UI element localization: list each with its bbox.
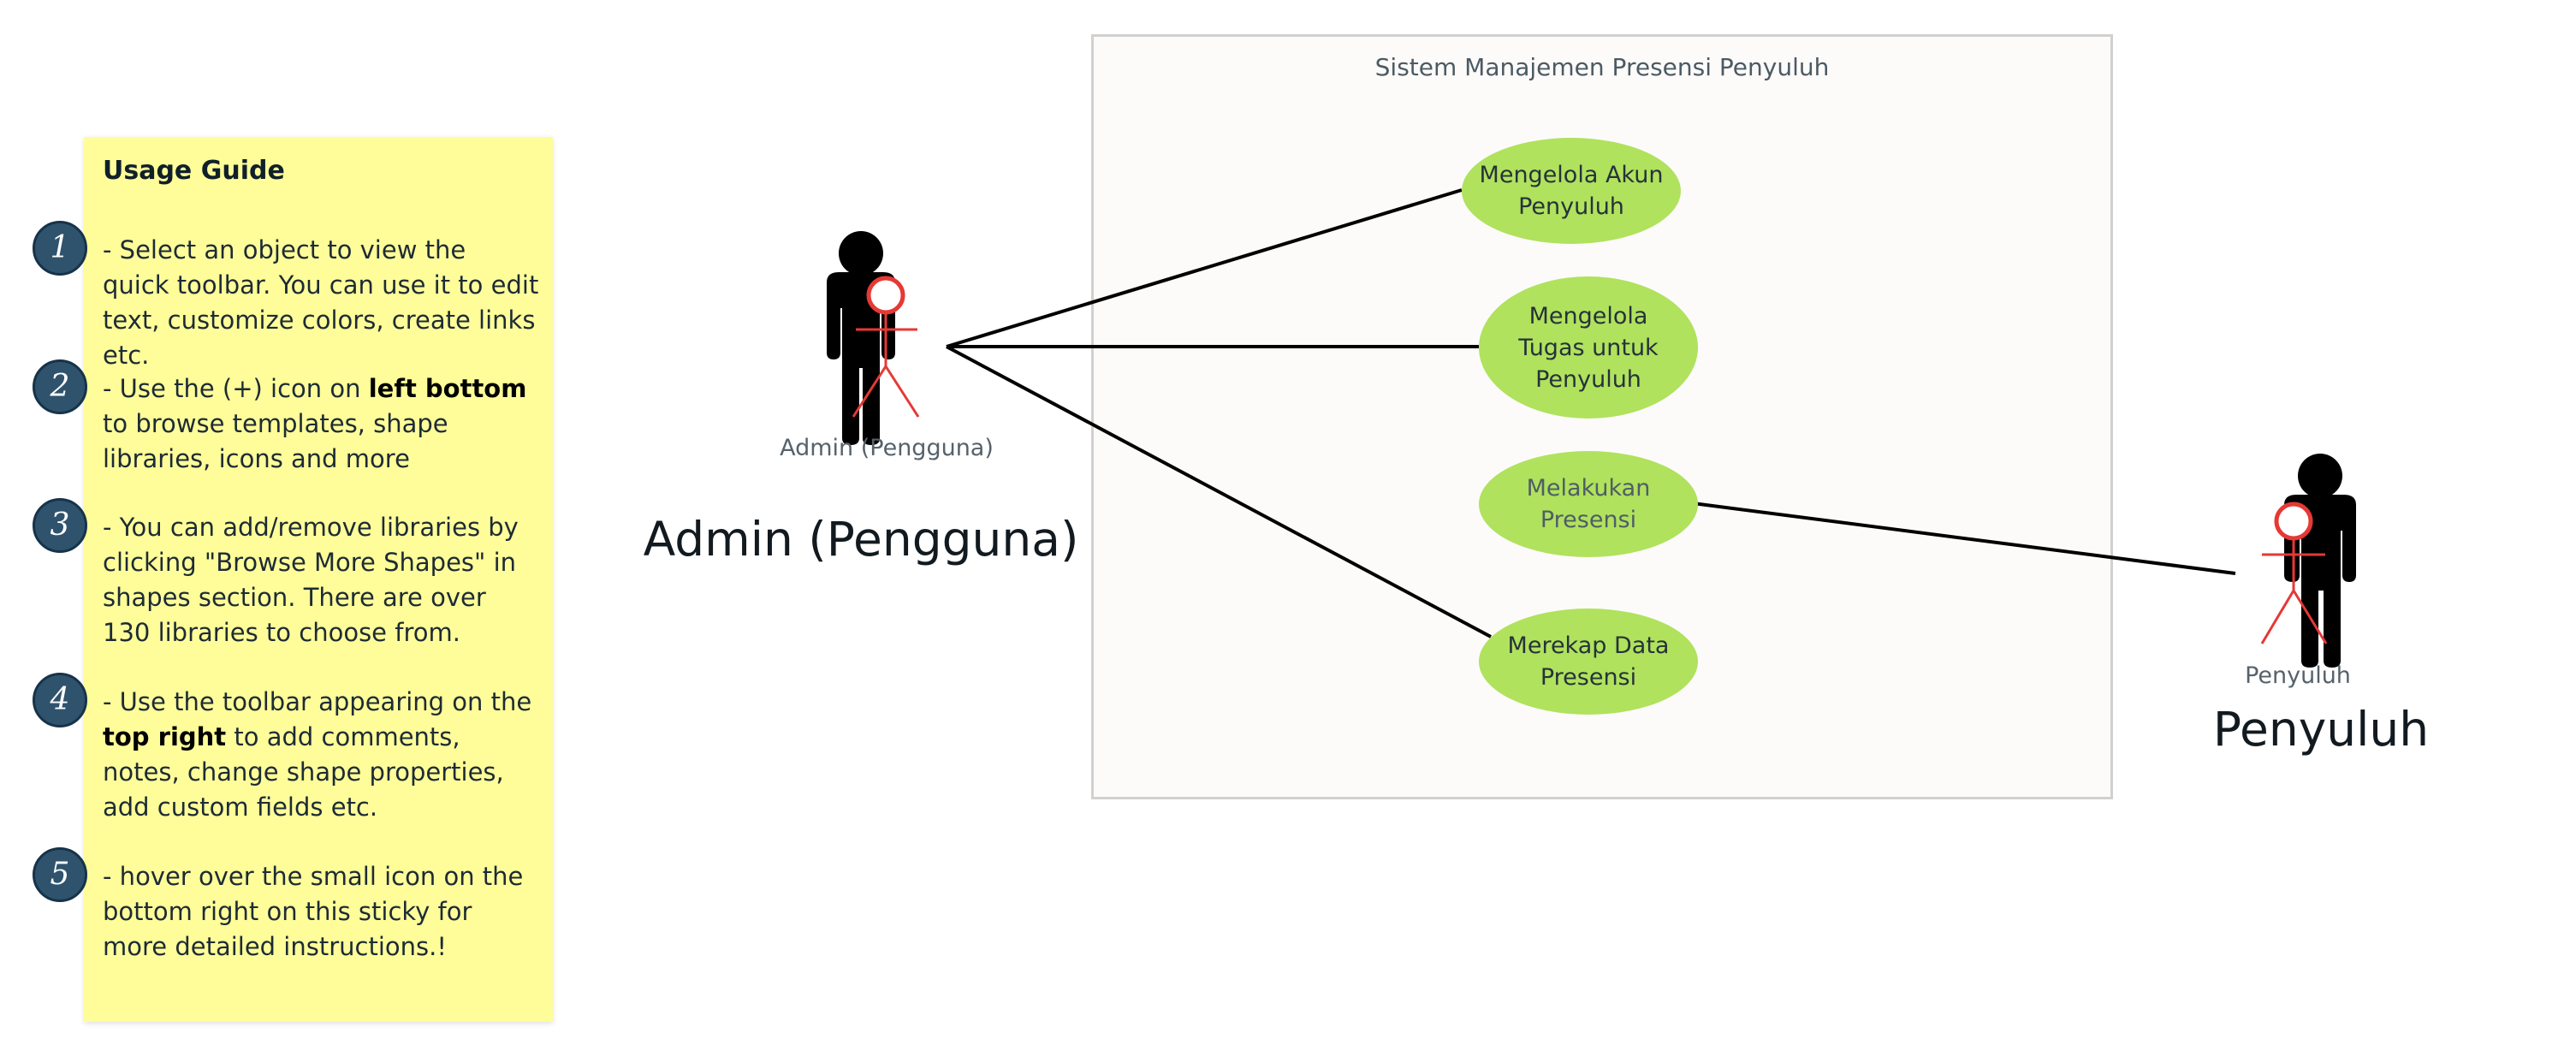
step-2-emphasis: left bottom (368, 374, 527, 403)
step-4-emphasis: top right (103, 722, 227, 751)
usage-guide-sticky[interactable] (84, 137, 553, 1022)
association-penyuluh-melakukan-presensi (1692, 502, 2236, 575)
penyuluh-stick-figure-icon (2260, 502, 2328, 644)
step-badge-1: 1 (33, 221, 87, 276)
admin-actor-label[interactable]: Admin (Pengguna) (643, 512, 1079, 567)
penyuluh-actor-small-label: Penyuluh (2245, 662, 2351, 689)
step-text-2: - Use the (+) icon on left bottom to bro… (103, 374, 527, 473)
admin-actor-icon (827, 231, 895, 445)
association-admin-mengelola-akun (946, 188, 1463, 348)
admin-stick-figure-icon (852, 276, 920, 418)
use-case-merekap-data[interactable]: Merekap Data Presensi (1479, 609, 1698, 715)
penyuluh-actor-label[interactable]: Penyuluh (2212, 702, 2430, 757)
step-badge-2: 2 (33, 359, 87, 414)
step-text-5: - hover over the small icon on the botto… (103, 862, 524, 961)
use-case-melakukan-presensi[interactable]: Melakukan Presensi (1479, 451, 1698, 557)
step-text-1: - Select an object to view the quick too… (103, 235, 539, 370)
usage-guide-title: Usage Guide (103, 156, 285, 186)
association-admin-merekap-data (946, 345, 1492, 638)
step-badge-4: 4 (33, 673, 87, 727)
step-text-4: - Use the toolbar appearing on the top r… (103, 687, 532, 822)
step-badge-3: 3 (33, 498, 87, 553)
use-case-mengelola-akun[interactable]: Mengelola Akun Penyuluh (1462, 138, 1681, 244)
step-text-3: - You can add/remove libraries by clicki… (103, 513, 519, 647)
step-badge-5: 5 (33, 847, 87, 902)
admin-actor-small-label: Admin (Pengguna) (780, 435, 994, 461)
use-case-mengelola-tugas[interactable]: Mengelola Tugas untuk Penyuluh (1479, 276, 1698, 419)
system-title: Sistem Manajemen Presensi Penyuluh (1374, 53, 1830, 81)
